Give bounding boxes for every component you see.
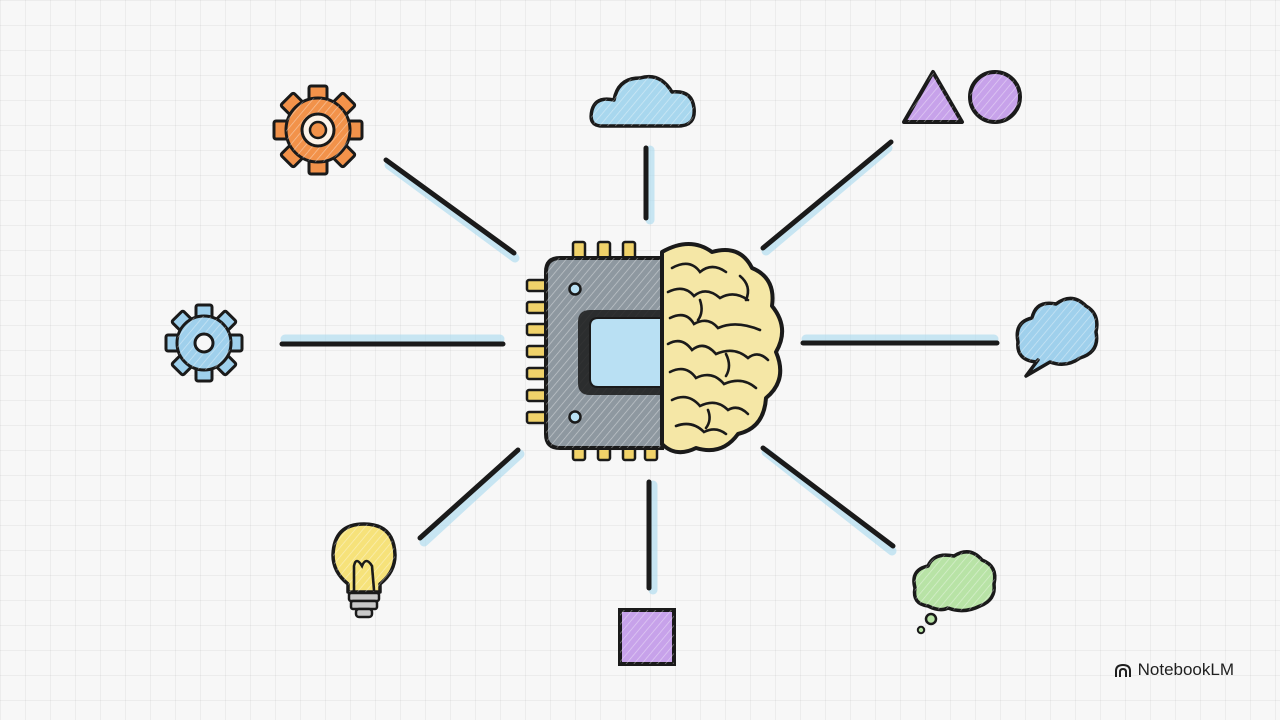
connector-shapes	[760, 139, 894, 256]
notebooklm-watermark: NotebookLM	[1114, 660, 1234, 680]
cloud-icon	[589, 74, 696, 128]
brain-icon	[660, 242, 784, 455]
shapes-icon	[902, 70, 1022, 124]
notebooklm-logo-icon	[1114, 663, 1131, 677]
microchip-icon	[525, 240, 664, 462]
connector-gear-orange	[383, 157, 520, 263]
gear-blue-icon	[164, 303, 244, 383]
connector-cloud	[643, 145, 655, 225]
connector-lightbulb	[417, 447, 525, 547]
connector-lines	[279, 139, 1000, 595]
thought-bubble-icon	[912, 550, 997, 635]
gear-orange-icon	[272, 84, 364, 176]
connector-thought-bubble	[760, 445, 897, 556]
lightbulb-icon	[331, 522, 397, 619]
connector-purple-square	[646, 479, 658, 595]
watermark-label: NotebookLM	[1137, 660, 1234, 679]
connector-speech-bubble	[800, 334, 1000, 346]
purple-square-icon	[618, 608, 676, 666]
speech-bubble-icon	[1015, 296, 1099, 378]
connector-gear-blue	[279, 334, 506, 347]
